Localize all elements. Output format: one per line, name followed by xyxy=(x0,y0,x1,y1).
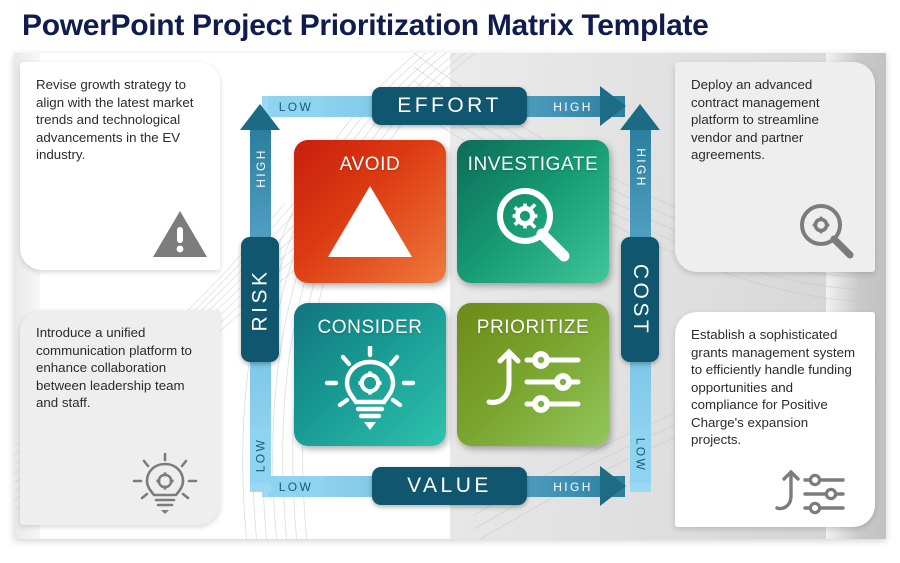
axis-effort-pill[interactable]: EFFORT xyxy=(372,87,527,125)
quadrant-prioritize[interactable]: PRIORITIZE xyxy=(457,303,609,446)
note-text-top-right: Deploy an advanced contract management p… xyxy=(691,77,820,162)
quadrant-investigate-label: INVESTIGATE xyxy=(467,154,599,175)
axis-risk-low-text: LOW xyxy=(253,437,268,473)
axis-cost-low-label: LOW xyxy=(630,427,651,483)
axis-value-low-text: LOW xyxy=(278,479,314,494)
lightbulb-gear-icon xyxy=(323,344,417,437)
axis-cost-pill[interactable]: COST xyxy=(621,237,659,362)
axis-risk-high-text: HIGH xyxy=(253,148,268,188)
warning-triangle-icon xyxy=(152,209,208,264)
note-text-bottom-left: Introduce a unified communication platfo… xyxy=(36,325,192,410)
quadrant-consider[interactable]: CONSIDER xyxy=(294,303,446,446)
axis-value-low-label: LOW xyxy=(268,476,324,497)
quadrant-avoid-label: AVOID xyxy=(339,154,401,175)
note-text-top-left: Revise growth strategy to align with the… xyxy=(36,77,194,162)
quadrant-consider-label: CONSIDER xyxy=(317,317,423,338)
axis-effort-name: EFFORT xyxy=(397,94,502,117)
sliders-arrow-icon xyxy=(483,346,583,423)
quadrant-avoid[interactable]: AVOID xyxy=(294,140,446,283)
axis-cost-arrowhead xyxy=(620,104,660,130)
note-card-top-right[interactable]: Deploy an advanced contract management p… xyxy=(675,62,875,272)
axis-value-name: VALUE xyxy=(407,474,492,497)
axis-risk-pill[interactable]: RISK xyxy=(241,237,279,362)
note-text-bottom-right: Establish a sophisticated grants managem… xyxy=(691,327,856,447)
axis-value-arrowhead xyxy=(600,466,626,506)
lightbulb-gear-icon xyxy=(132,452,198,521)
quadrant-prioritize-label: PRIORITIZE xyxy=(476,317,590,338)
magnifier-gear-icon xyxy=(795,201,857,266)
axis-value-pill[interactable]: VALUE xyxy=(372,467,527,505)
axis-risk-high-label: HIGH xyxy=(250,140,271,196)
note-card-top-left[interactable]: Revise growth strategy to align with the… xyxy=(20,62,220,270)
page-title: PowerPoint Project Prioritization Matrix… xyxy=(22,9,709,42)
axis-risk-low-label: LOW xyxy=(250,427,271,483)
axis-effort-low-label: LOW xyxy=(268,96,324,117)
note-card-bottom-right[interactable]: Establish a sophisticated grants managem… xyxy=(675,312,875,527)
axis-effort-high-text: HIGH xyxy=(553,99,593,114)
axis-cost-name: COST xyxy=(629,263,652,336)
warning-triangle-icon xyxy=(326,183,414,266)
axis-risk-arrowhead xyxy=(240,104,280,130)
axis-value-high-text: HIGH xyxy=(553,479,593,494)
note-card-bottom-left[interactable]: Introduce a unified communication platfo… xyxy=(20,310,220,525)
axis-cost-high-label: HIGH xyxy=(630,140,651,196)
axis-cost-high-text: HIGH xyxy=(633,148,648,188)
axis-risk-name: RISK xyxy=(248,267,272,332)
magnifier-gear-icon xyxy=(490,183,576,270)
axis-effort-high-label: HIGH xyxy=(548,96,598,117)
quadrant-investigate[interactable]: INVESTIGATE xyxy=(457,140,609,283)
sliders-arrow-icon xyxy=(769,468,847,525)
axis-value-high-label: HIGH xyxy=(548,476,598,497)
axis-effort-low-text: LOW xyxy=(278,99,314,114)
axis-cost-low-text: LOW xyxy=(633,437,648,473)
